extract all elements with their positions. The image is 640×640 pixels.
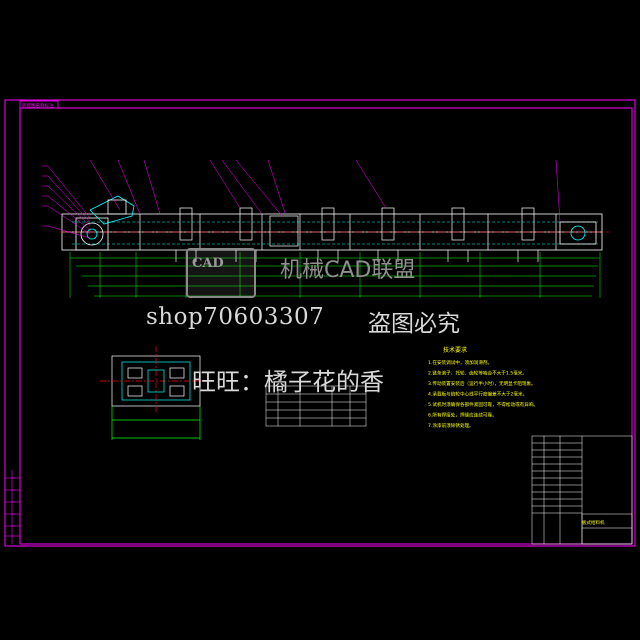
- leader-line: [47, 225, 91, 239]
- wangwang-watermark: 旺旺：橘子花的香: [192, 368, 384, 396]
- support-column: [521, 207, 535, 241]
- cad-logo-watermark: [186, 248, 256, 298]
- leader-line: [143, 159, 161, 215]
- tech-requirement-item: 6.所有焊接处，焊缝应连续可靠。: [428, 412, 497, 419]
- frame-tag-text: 装配图名称标注: [22, 102, 54, 109]
- tech-requirement-item: 7.涂漆前须除锈处理。: [428, 422, 474, 429]
- tech-requirement-item: 4.承载板与链轮中心线平行度偏差不大于2毫米。: [428, 391, 527, 398]
- title-block-name: 板式给料机: [582, 519, 605, 526]
- support-column: [239, 207, 253, 241]
- leader-line: [221, 159, 263, 215]
- leader-line: [89, 159, 121, 211]
- part-leaders-left: [42, 165, 91, 239]
- conveyor-main-view: [42, 159, 610, 298]
- tech-requirement-item: 2.链条滚子、托轮、齿轮等啮合不大于1.5毫米。: [428, 370, 527, 377]
- shop-warning-watermark: 盗图必究: [368, 311, 460, 337]
- dimension-lines: [69, 252, 601, 298]
- leader-line: [47, 205, 91, 235]
- small-parts-table: [265, 385, 367, 427]
- small-table-border: [265, 385, 367, 427]
- section-view: [100, 346, 212, 440]
- leader-line: [355, 159, 387, 209]
- title-block-name-cell: [581, 513, 633, 545]
- left-binding-strip: [5, 470, 20, 544]
- support-column: [321, 207, 335, 241]
- leader-line: [47, 185, 91, 227]
- tech-requirements-heading: 技术要求: [443, 346, 467, 354]
- leader-line: [117, 159, 141, 215]
- support-column: [451, 207, 465, 241]
- part-leaders-top: [89, 159, 561, 223]
- sheet-inner-frame: [19, 107, 633, 545]
- leader-line: [47, 175, 91, 223]
- tech-requirement-item: 5.试机时须确保各部件紧固可靠，不得松动或有异响。: [428, 401, 538, 408]
- support-column: [179, 207, 193, 241]
- drive-unit: [75, 195, 135, 251]
- sheet-outer-frame: [4, 99, 636, 547]
- leader-line: [47, 195, 91, 231]
- tech-requirement-item: 1.在安装调试中，须加润滑剂。: [428, 359, 492, 366]
- brand-watermark: 机械CAD联盟: [280, 258, 416, 283]
- leader-line: [209, 159, 241, 209]
- shop-watermark: shop70603307: [146, 304, 325, 330]
- leader-line: [555, 159, 561, 223]
- tail-unit: [559, 221, 597, 245]
- leader-line: [267, 159, 287, 217]
- title-block: [531, 435, 633, 545]
- tech-requirement-item: 3.传动装置安装后（运行半小时），无明显卡阻现象。: [428, 380, 536, 387]
- support-columns: [139, 207, 557, 262]
- leader-line: [235, 159, 283, 217]
- frame-tag-box: [19, 100, 59, 109]
- leader-line: [47, 165, 91, 219]
- support-column: [381, 207, 395, 241]
- cad-logo-word: CAD: [192, 256, 224, 271]
- technical-requirements: 技术要求 1.在安装调试中，须加润滑剂。 2.链条滚子、托轮、齿轮等啮合不大于1.…: [428, 346, 538, 429]
- middle-casing: [269, 215, 299, 247]
